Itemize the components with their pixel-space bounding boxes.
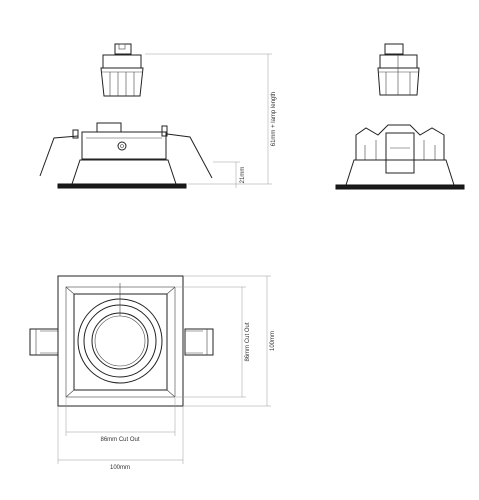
lamp-holder-left bbox=[100, 43, 144, 97]
bottom-cutout-label: 86mm Cut Out bbox=[100, 437, 139, 443]
bottom-total-label: 100mm bbox=[110, 465, 130, 471]
clip-left bbox=[29, 328, 59, 356]
height-dimension: 61mm + lamp length bbox=[145, 53, 277, 185]
fitting-body-front bbox=[335, 124, 465, 190]
plan-right-dimensions: 86mm Cut Out 100mm bbox=[176, 275, 276, 407]
clip-right bbox=[184, 328, 214, 356]
fitting-body-side bbox=[39, 122, 213, 189]
flange-dimension: 21mm bbox=[213, 161, 246, 188]
side-height-label: 61mm + lamp length bbox=[271, 92, 277, 147]
side-view: 61mm + lamp length 21mm bbox=[39, 43, 277, 189]
plan-bottom-dimensions: 86mm Cut Out 100mm bbox=[57, 398, 184, 471]
flange-height-label: 21mm bbox=[240, 167, 246, 184]
right-cutout-label: 86mm Cut Out bbox=[245, 322, 251, 361]
front-view bbox=[335, 43, 465, 190]
lamp-holder-right bbox=[377, 43, 420, 96]
plan-view: 86mm Cut Out 100mm 86mm Cut Out 100mm bbox=[29, 275, 276, 471]
right-total-label: 100mm bbox=[270, 331, 276, 351]
